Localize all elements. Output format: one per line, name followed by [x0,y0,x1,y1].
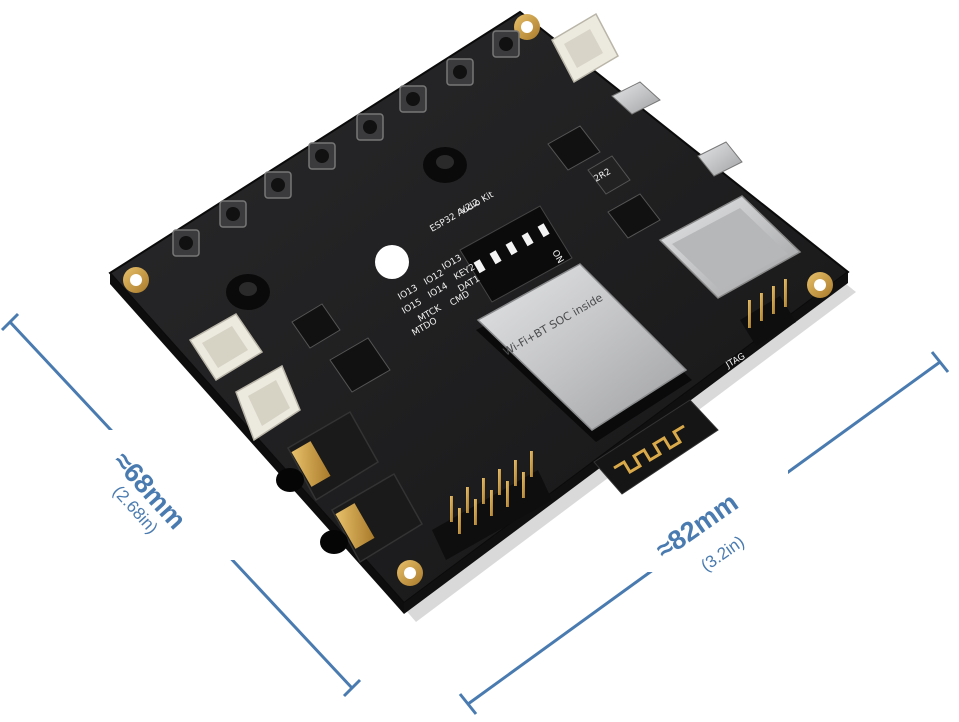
push-buttons [172,30,520,257]
audio-jacks [276,410,424,564]
microphones [226,147,467,310]
battery-connector [551,12,619,84]
jtag-header [740,279,796,346]
sd-card-slot [658,195,802,299]
height-label-bg [100,430,240,560]
gpio-header [432,451,552,560]
usb-ports [611,81,743,177]
mounting-holes [123,14,833,586]
dip-switch [459,205,573,303]
board-hole [375,245,409,279]
width-label-bg [638,462,788,572]
speaker-connectors [188,313,301,442]
ics [291,125,661,393]
esp32-module [476,263,719,495]
